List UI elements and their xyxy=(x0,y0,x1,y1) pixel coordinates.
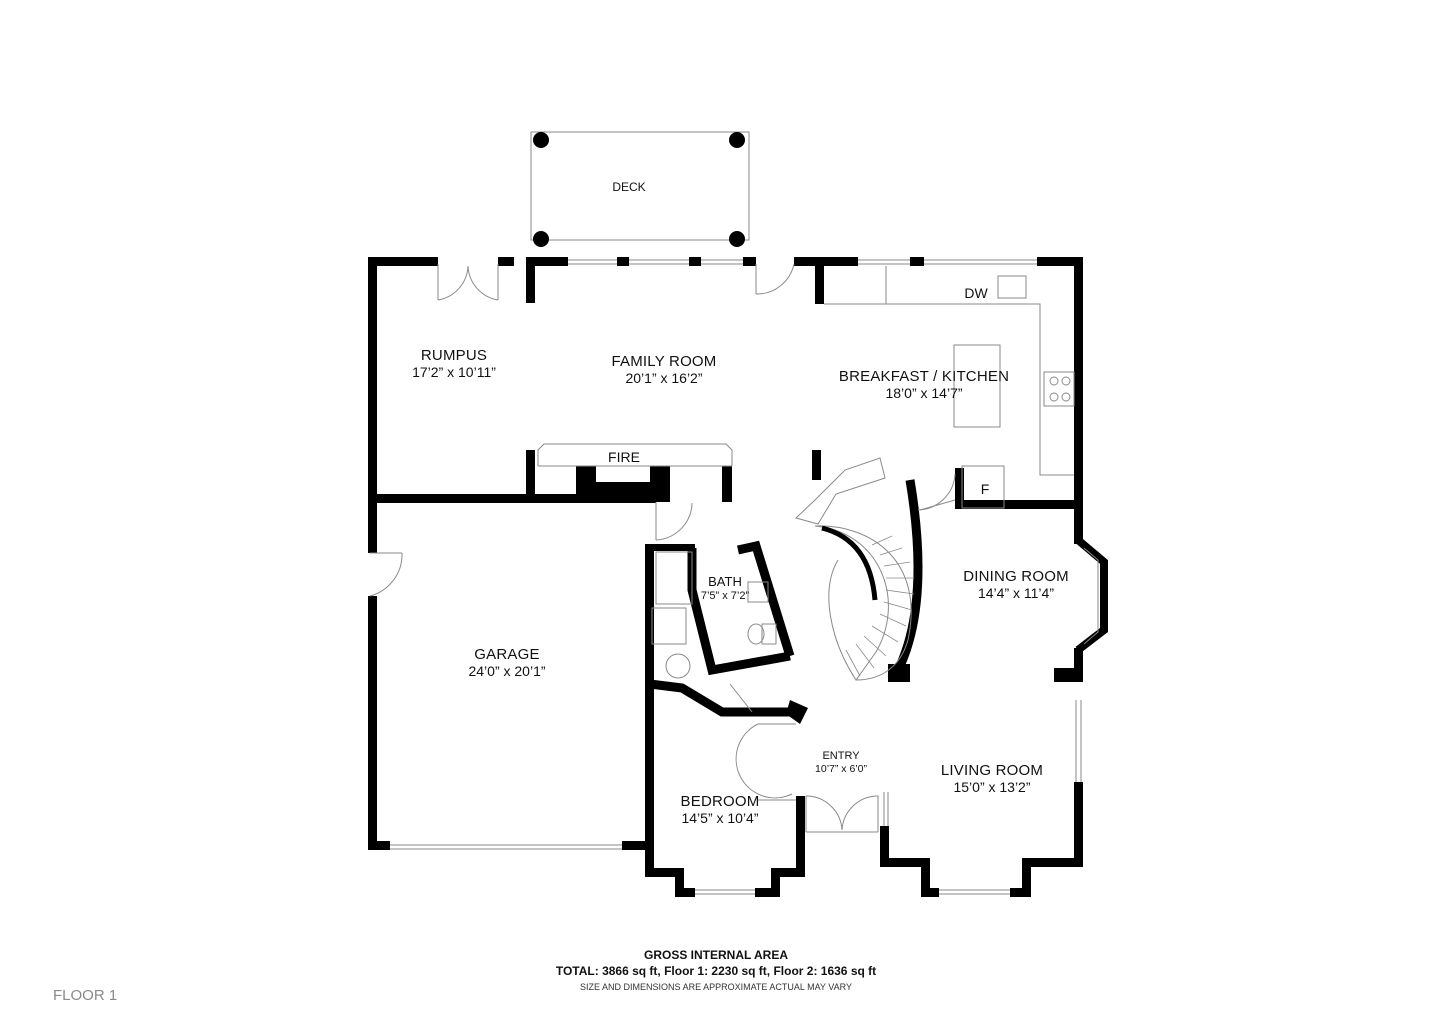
deck-label: DECK xyxy=(612,180,646,194)
fireplace-label: FIRE xyxy=(608,449,640,465)
windows xyxy=(390,259,1082,895)
room-bath: BATH 7’5” x 7’2” xyxy=(700,574,750,603)
bath-walls xyxy=(649,540,800,717)
room-family: FAMILY ROOM 20’1” x 16’2” xyxy=(612,353,717,386)
gross-area-title: GROSS INTERNAL AREA xyxy=(643,948,789,962)
room-name: LIVING ROOM xyxy=(940,762,1044,779)
room-name: GARAGE xyxy=(474,646,540,663)
bath-fixtures xyxy=(651,551,777,713)
room-name: ENTRY xyxy=(822,750,860,762)
interior-walls xyxy=(368,257,1083,692)
room-dimensions: 10’7” x 6’0” xyxy=(815,762,867,775)
room-name: BATH xyxy=(708,574,742,589)
room-dimensions: 15’0” x 13’2” xyxy=(953,779,1031,796)
deck xyxy=(530,131,750,247)
room-rumpus: RUMPUS 17’2” x 10’11” xyxy=(412,347,496,380)
room-name: BEDROOM xyxy=(680,793,760,810)
room-kitchen: BREAKFAST / KITCHEN 18’0” x 14’7” xyxy=(839,368,1009,401)
room-dimensions: 14’4” x 11’4” xyxy=(977,585,1054,602)
dishwasher-label: DW xyxy=(964,285,988,301)
kitchen-counters xyxy=(824,266,1075,509)
room-dimensions: 7’5” x 7’2” xyxy=(700,589,750,602)
room-dimensions: 14’5” x 10’4” xyxy=(681,810,759,827)
room-name: DINING ROOM xyxy=(963,568,1069,585)
exterior-walls xyxy=(368,257,1083,897)
room-dimensions: 17’2” x 10’11” xyxy=(412,364,496,381)
floor-label: FLOOR 1 xyxy=(53,987,118,1004)
room-name: BREAKFAST / KITCHEN xyxy=(838,368,1010,385)
room-dimensions: 24’0” x 20’1” xyxy=(468,663,546,680)
staircase xyxy=(795,457,923,681)
room-entry: ENTRY 10’7” x 6’0” xyxy=(815,750,867,775)
room-name: FAMILY ROOM xyxy=(611,353,717,370)
room-dimensions: 20’1” x 16’2” xyxy=(625,370,703,387)
room-living: LIVING ROOM 15’0” x 13’2” xyxy=(941,762,1043,795)
room-dimensions: 18’0” x 14’7” xyxy=(885,385,963,402)
room-name: RUMPUS xyxy=(420,347,488,364)
room-dining: DINING ROOM 14’4” x 11’4” xyxy=(963,568,1069,601)
room-garage: GARAGE 24’0” x 20’1” xyxy=(468,646,545,679)
fridge-label: F xyxy=(980,481,990,497)
area-totals: TOTAL: 3866 sq ft, Floor 1: 2230 sq ft, … xyxy=(555,964,877,978)
door-swings xyxy=(369,263,956,833)
room-bedroom: BEDROOM 14’5” x 10’4” xyxy=(681,793,760,826)
disclaimer-note: SIZE AND DIMENSIONS ARE APPROXIMATE ACTU… xyxy=(580,982,852,992)
dining-bay-window xyxy=(1075,536,1108,654)
